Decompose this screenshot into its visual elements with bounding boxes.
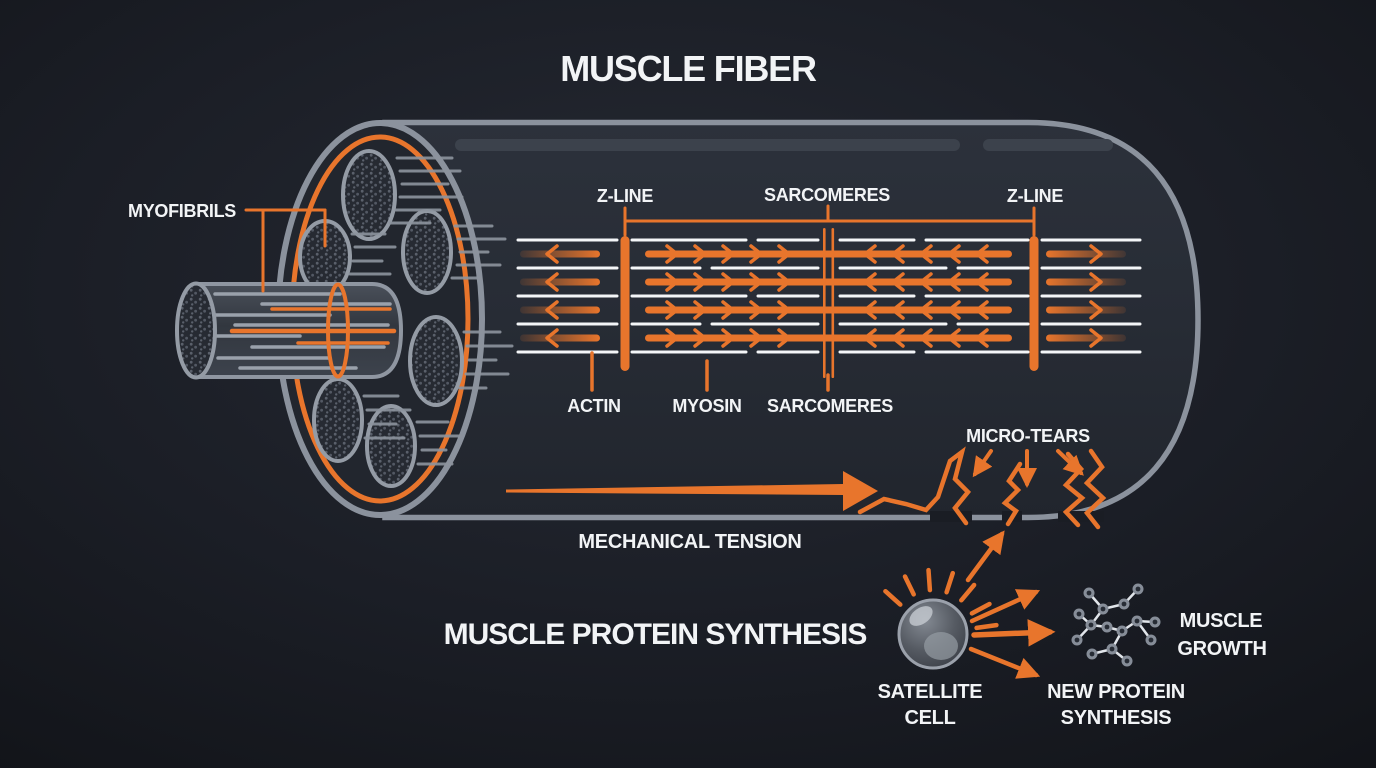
tension-arrow: [506, 471, 878, 511]
fiber-highlight-bar: [455, 139, 960, 151]
m-line: [823, 228, 835, 378]
label-z-line-left: Z-LINE: [597, 186, 653, 206]
satellite-cell-arrows: [965, 530, 1056, 679]
myofibril-circle: [408, 315, 464, 407]
cylinder-end-cap: [175, 281, 217, 380]
label-mechanical-tension: MECHANICAL TENSION: [578, 531, 801, 553]
label-myosin: MYOSIN: [672, 396, 741, 416]
actin-filaments-inside: [630, 238, 1030, 354]
myofibrils-leader: [244, 208, 327, 293]
myofibril-circle: [312, 377, 364, 463]
z-line-right-bar: [1029, 236, 1039, 371]
heading-muscle-protein-synthesis: MUSCLE PROTEIN SYNTHESIS: [444, 618, 867, 651]
fiber-highlight-bar: [983, 139, 1113, 151]
sphere-highlight: [924, 632, 958, 660]
sarcomere-band: [516, 204, 1142, 392]
label-actin: ACTIN: [567, 396, 621, 416]
myofibril-circle: [341, 149, 397, 241]
muscle-fiber-outline: [382, 119, 1201, 521]
label-sarcomeres-top: SARCOMERES: [764, 185, 890, 205]
tear-pointer-arrows: [972, 449, 1084, 488]
micro-tears-group: [857, 446, 1107, 530]
label-z-line-right: Z-LINE: [1007, 186, 1063, 206]
label-satellite-cell-line1: SATELLITE: [878, 681, 983, 703]
myofibril-bundle: [298, 149, 464, 488]
z-line-left-bar: [620, 236, 630, 371]
label-new-protein-line1: NEW PROTEIN: [1047, 681, 1185, 703]
cylinder-z-band: [326, 282, 350, 379]
activation-burst-rays: [883, 567, 999, 631]
label-micro-tears: MICRO-TEARS: [966, 426, 1090, 446]
label-muscle-growth-line1: MUSCLE: [1180, 610, 1263, 632]
actin-filaments-outside: [516, 238, 1142, 354]
myofibril-cylinder: [175, 281, 404, 380]
myofibril-circle: [365, 404, 417, 488]
label-sarcomeres-bottom: SARCOMERES: [767, 396, 893, 416]
sarcomere-bracket: [623, 204, 1036, 237]
satellite-cell-group: [883, 530, 1056, 679]
cross-section: [175, 120, 514, 518]
molecule-node-holes: [1074, 586, 1158, 664]
label-leader-ticks: [590, 351, 830, 392]
label-satellite-cell-line2: CELL: [904, 707, 955, 729]
protein-molecule: [1071, 583, 1161, 667]
myosin-filaments: [645, 244, 1012, 348]
label-new-protein-line2: SYNTHESIS: [1061, 707, 1172, 729]
contraction-arrows: [520, 244, 1126, 348]
page-title: MUSCLE FIBER: [560, 48, 817, 89]
striation-dashes: [348, 156, 514, 466]
sphere-highlight: [909, 606, 933, 626]
label-muscle-growth-line2: GROWTH: [1177, 638, 1266, 660]
label-myofibrils: MYOFIBRILS: [128, 201, 236, 221]
